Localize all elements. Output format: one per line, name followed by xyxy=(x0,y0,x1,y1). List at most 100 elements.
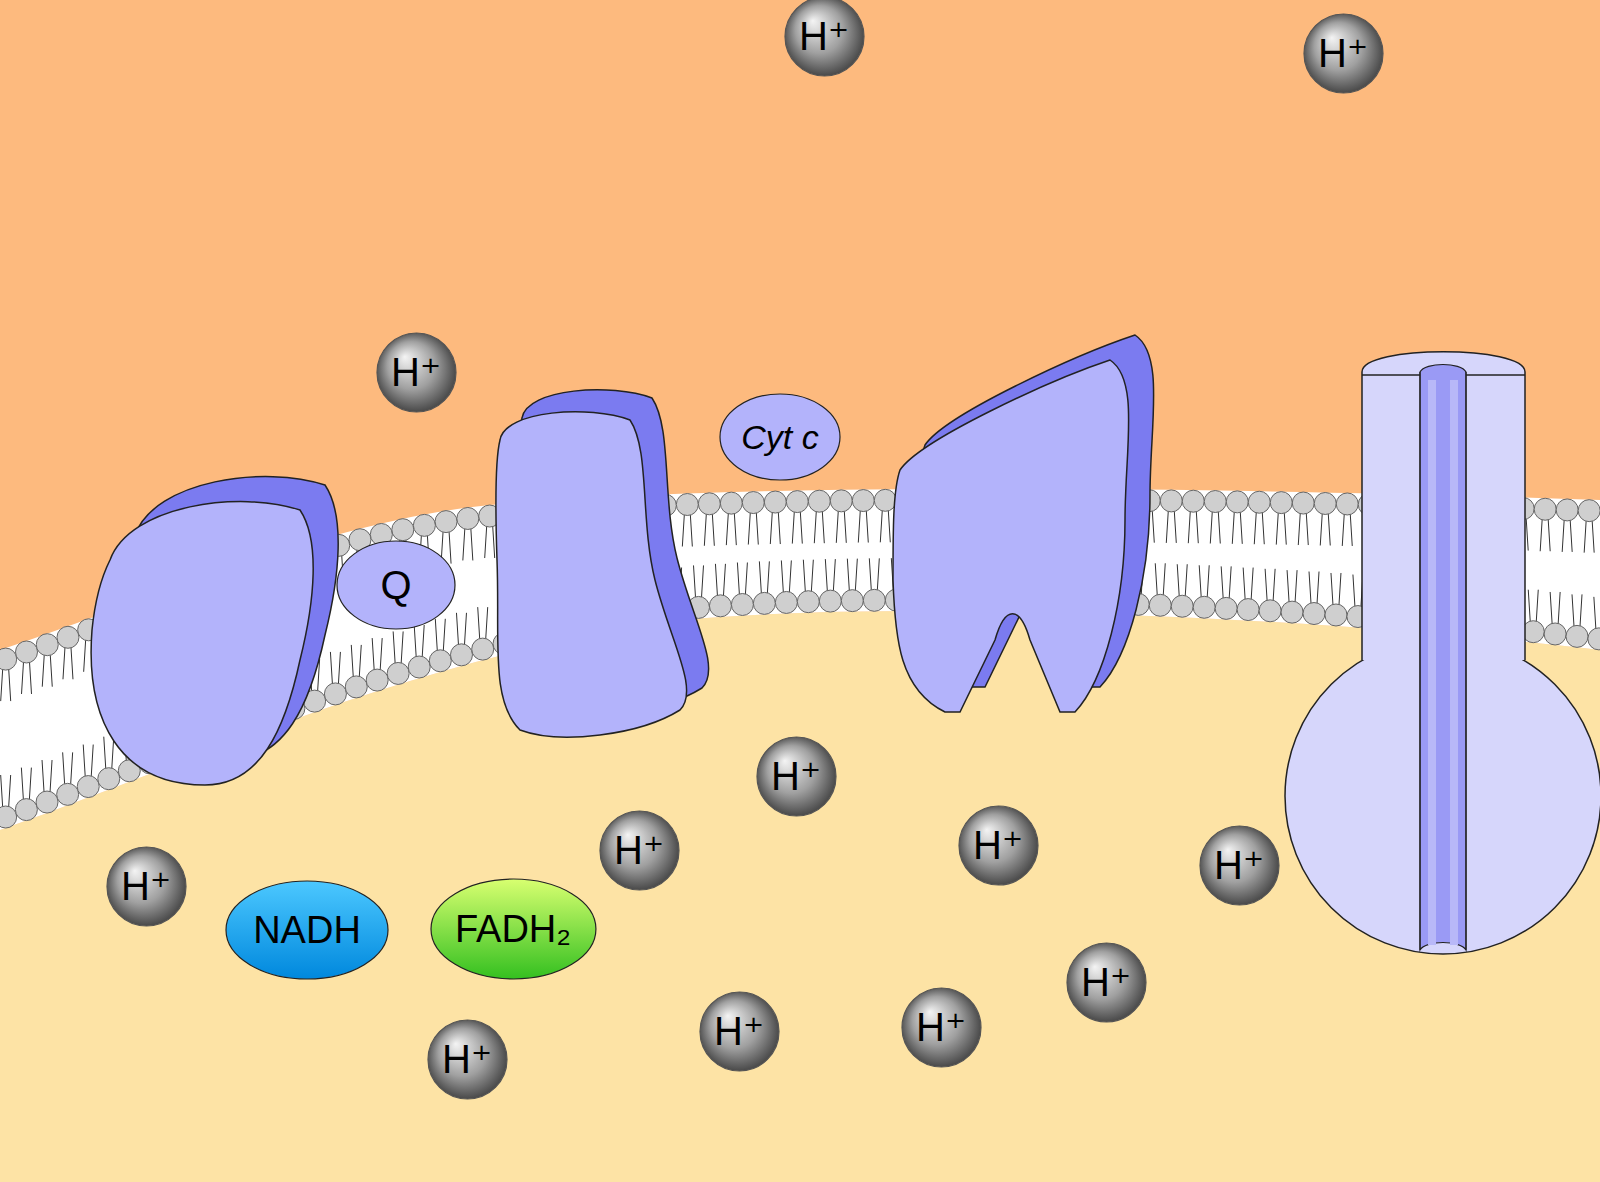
lipid-head xyxy=(36,791,58,813)
lipid-tail xyxy=(1317,572,1319,604)
lipid-tail xyxy=(486,607,488,639)
lipid-head xyxy=(435,511,457,533)
lipid-head xyxy=(472,638,494,660)
lipid-tail xyxy=(789,560,791,592)
lipid-tail xyxy=(1,775,3,807)
lipid-tail xyxy=(1342,514,1344,546)
lipid-tail xyxy=(1295,570,1297,602)
lipid-tail xyxy=(1265,569,1267,601)
lipid-tail xyxy=(1,669,3,701)
lipid-tail xyxy=(811,560,813,592)
node-label: H⁺ xyxy=(799,16,849,56)
lipid-head xyxy=(720,492,742,514)
lipid-tail xyxy=(1536,590,1538,622)
lipid-tail xyxy=(877,558,879,590)
lipid-tail xyxy=(737,563,739,595)
lipid-head xyxy=(1292,492,1314,514)
lipid-tail xyxy=(1306,513,1308,545)
node-label: H⁺ xyxy=(1081,962,1131,1002)
node-label: H⁺ xyxy=(614,830,664,870)
lipid-head xyxy=(1336,493,1358,515)
lipid-head xyxy=(1270,492,1292,514)
lipid-tail xyxy=(803,560,805,592)
lipid-head xyxy=(1303,603,1325,625)
lipid-head xyxy=(1281,601,1303,623)
lipid-head xyxy=(1182,490,1204,512)
node-label: H⁺ xyxy=(1318,33,1368,73)
lipid-tail xyxy=(702,565,704,597)
proton: H⁺ xyxy=(427,1019,508,1100)
lipid-head xyxy=(57,626,79,648)
lipid-head xyxy=(387,662,409,684)
lipid-tail xyxy=(463,528,465,560)
lipid-tail xyxy=(1584,521,1586,553)
lipid-tail xyxy=(443,619,445,651)
lipid-tail xyxy=(825,559,827,591)
lipid-head xyxy=(1215,597,1237,619)
lipid-head xyxy=(1237,599,1259,621)
lipid-tail xyxy=(1166,511,1168,543)
lipid-head xyxy=(1149,594,1171,616)
lipid-head xyxy=(1588,628,1600,650)
lipid-head xyxy=(731,594,753,616)
proton: H⁺ xyxy=(958,805,1039,886)
lipid-tail xyxy=(1188,511,1190,543)
lipid-tail xyxy=(1174,511,1176,543)
lipid-tail xyxy=(1262,512,1264,544)
lipid-head xyxy=(753,592,775,614)
lipid-tail xyxy=(715,564,717,596)
lipid-tail xyxy=(712,514,714,546)
lipid-tail xyxy=(1309,572,1311,604)
lipid-head xyxy=(324,683,346,705)
proton: H⁺ xyxy=(699,991,780,1072)
lipid-tail xyxy=(1339,573,1341,605)
lipid-tail xyxy=(1210,512,1212,544)
lipid-head xyxy=(1248,491,1270,513)
lipid-tail xyxy=(1580,594,1582,626)
lipid-tail xyxy=(22,662,24,694)
lipid-head xyxy=(36,634,58,656)
lipid-head xyxy=(1534,498,1556,520)
lipid-head xyxy=(1556,499,1578,521)
lipid-tail xyxy=(493,526,495,558)
lipid-tail xyxy=(471,528,473,560)
lipid-head xyxy=(429,650,451,672)
lipid-tail xyxy=(84,640,86,672)
node-label: H⁺ xyxy=(771,756,821,796)
lipid-head xyxy=(1226,491,1248,513)
lipid-tail xyxy=(1528,590,1530,622)
lipid-tail xyxy=(726,513,728,545)
lipid-head xyxy=(450,644,472,666)
lipid-head xyxy=(0,648,17,670)
lipid-tail xyxy=(1221,566,1223,598)
lipid-tail xyxy=(759,561,761,593)
lipid-tail xyxy=(869,558,871,590)
lipid-tail xyxy=(485,526,487,558)
node-label: Cyt c xyxy=(741,420,818,454)
lipid-tail xyxy=(880,510,882,542)
lipid-tail xyxy=(1284,513,1286,545)
node-label: H⁺ xyxy=(391,352,441,392)
proton: H⁺ xyxy=(1303,13,1384,94)
lipid-tail xyxy=(63,752,65,784)
lipid-head xyxy=(863,589,885,611)
lipid-head xyxy=(0,806,17,828)
lipid-tail xyxy=(704,514,706,546)
lipid-tail xyxy=(844,511,846,543)
atp-synthase xyxy=(1285,352,1600,954)
lipid-head xyxy=(16,641,38,663)
ubiquinone: Q xyxy=(336,540,456,630)
cytochrome-c: Cyt c xyxy=(719,393,841,481)
lipid-head xyxy=(413,514,435,536)
lipid-tail xyxy=(1229,566,1231,598)
lipid-tail xyxy=(401,631,403,663)
lipid-head xyxy=(852,490,874,512)
lipid-head xyxy=(775,591,797,613)
complex-three xyxy=(496,390,709,737)
lipid-tail xyxy=(1207,565,1209,597)
lipid-tail xyxy=(9,775,11,807)
lipid-tail xyxy=(422,625,424,657)
lipid-head xyxy=(676,494,698,516)
lipid-tail xyxy=(456,613,458,645)
